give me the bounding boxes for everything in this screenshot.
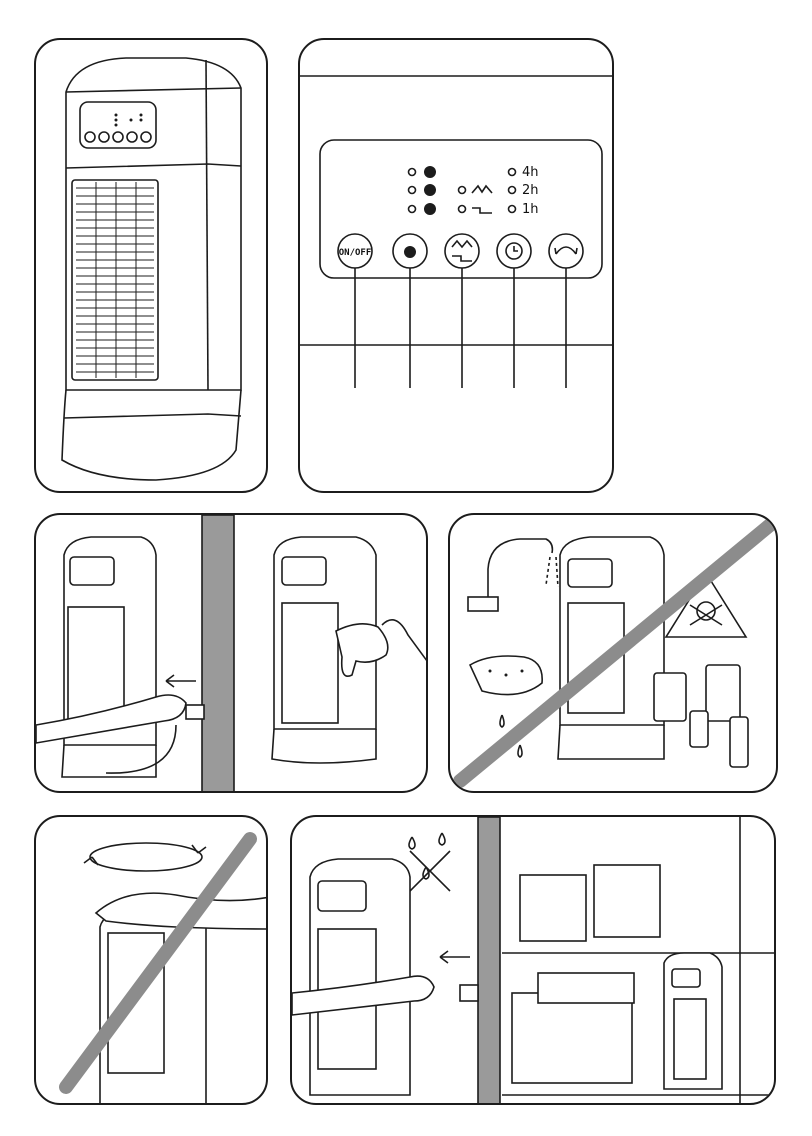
grille <box>76 182 154 378</box>
no-water-icon <box>409 833 450 891</box>
timer-button[interactable] <box>497 234 531 268</box>
control-panel-closeup: 4h 2h 1h ON/OFF <box>298 38 614 493</box>
unplug-arrow <box>166 675 196 687</box>
timer-1h-label: 1h <box>522 202 539 217</box>
fan-speed-button[interactable] <box>393 234 427 268</box>
timer-2h-label: 2h <box>522 183 539 198</box>
prohibited-cover-illustration <box>36 817 268 1105</box>
fan-speed-icon <box>404 246 416 258</box>
storage-shelf <box>502 865 776 1095</box>
storage-illustration <box>292 817 776 1105</box>
unplug-wipe-illustration <box>36 515 428 793</box>
power-button[interactable]: ON/OFF <box>338 234 372 268</box>
prohibited-cleaning-illustration <box>450 515 778 793</box>
mini-indicators <box>115 114 143 127</box>
no-water-no-chemicals-panel <box>448 513 778 793</box>
wall-divider <box>202 515 234 793</box>
wall-divider <box>478 817 500 1105</box>
callout-lines <box>355 268 566 388</box>
heater-front-panel <box>34 38 268 493</box>
chemical-bottles <box>654 665 748 767</box>
hand-wiping <box>336 620 428 676</box>
mode-button[interactable] <box>445 234 479 268</box>
heater-covered <box>100 909 206 1105</box>
unplug-storage-panel <box>290 815 776 1105</box>
heater-left <box>62 537 156 777</box>
no-cover-while-rotating-panel <box>34 815 268 1105</box>
rotation-arrows-icon <box>84 843 206 871</box>
tower-heater-illustration <box>36 40 268 493</box>
unplug-arrow <box>440 951 470 963</box>
heater-left <box>310 859 410 1095</box>
timer-4h-label: 4h <box>522 165 539 180</box>
fan-indicators <box>409 166 437 215</box>
timer-indicators: 4h 2h 1h <box>509 165 539 217</box>
control-panel-illustration: 4h 2h 1h ON/OFF <box>300 40 614 493</box>
faucet-icon <box>468 539 568 611</box>
heater-stored <box>664 953 722 1089</box>
mode-indicators <box>459 186 493 213</box>
oscillation-button[interactable] <box>549 234 583 268</box>
unplug-and-wipe-panel <box>34 513 428 793</box>
power-button-label: ON/OFF <box>339 248 372 258</box>
